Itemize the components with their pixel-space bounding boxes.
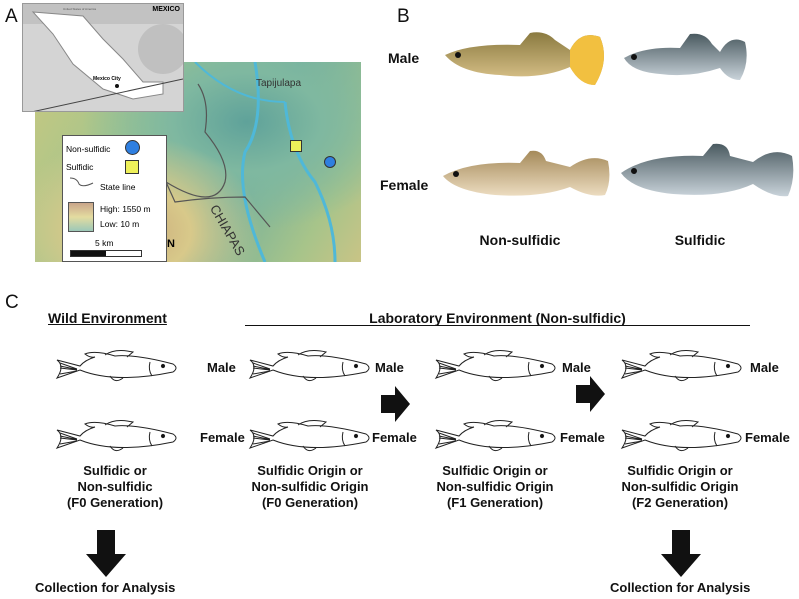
caption-line: (F0 Generation): [66, 495, 164, 510]
wild-environment-title: Wild Environment: [48, 310, 167, 326]
sulfidic-site-marker: [290, 140, 302, 152]
inset-title: MEXICO: [152, 6, 180, 13]
non-sulfidic-site-marker: [324, 156, 336, 168]
photo-female-sulfidic: [621, 143, 794, 197]
down-arrow-icon: [661, 530, 701, 577]
fish-drawing-male: [56, 350, 177, 382]
legend-state-line: State line: [100, 182, 136, 192]
caption-line: Sulfidic Origin or: [627, 463, 733, 478]
photo-male-sulfidic: [624, 33, 747, 80]
scale-label: 5 km: [95, 238, 114, 248]
square-icon: [125, 160, 139, 174]
fish-drawing-male: [435, 350, 556, 382]
caption-line: Non-sulfidic: [77, 479, 153, 494]
fish-drawing-male: [249, 350, 370, 382]
caption-line: Non-sulfidic Origin: [251, 479, 369, 494]
caption-line: Non-sulfidic Origin: [436, 479, 554, 494]
caption-line: Sulfidic Origin or: [257, 463, 363, 478]
mexico-inset-map: MEXICO United States of America Mexico C…: [12, 3, 188, 117]
down-arrow-icon: [86, 530, 126, 577]
caption-line: Non-sulfidic Origin: [621, 479, 739, 494]
legend-non-sulfidic: Non-sulfidic: [66, 144, 111, 154]
row-label-male: Male: [388, 50, 420, 66]
label-male: Male: [207, 360, 236, 375]
lab-title-rule: [245, 325, 750, 326]
label-female: Female: [560, 430, 605, 445]
panel-c-letter: C: [5, 292, 19, 313]
caption-line: (F1 Generation): [446, 495, 544, 510]
lab-environment-title: Laboratory Environment (Non-sulfidic): [369, 310, 626, 326]
caption-line: (F0 Generation): [261, 495, 359, 510]
label-male: Male: [750, 360, 779, 375]
right-arrow-icon: [381, 386, 410, 422]
map-legend: Non-sulfidic Sulfidic State line High: 1…: [62, 135, 167, 262]
circle-icon: [125, 140, 140, 155]
fish-drawing-female: [435, 420, 556, 452]
fish-drawing-female: [621, 420, 742, 452]
label-female: Female: [200, 430, 245, 445]
fish-drawing-male: [621, 350, 742, 382]
state-line-icon: [69, 177, 94, 187]
mexico-outline: [12, 4, 188, 117]
caption-line: Sulfidic Origin or: [442, 463, 548, 478]
elevation-gradient-icon: [68, 202, 94, 232]
collection-label-wild: Collection for Analysis: [35, 580, 176, 595]
legend-high: High: 1550 m: [100, 204, 151, 214]
legend-sulfidic: Sulfidic: [66, 162, 94, 172]
col-label-non-sulfidic: Non-sulfidic: [479, 232, 561, 248]
inset-city-label: Mexico City: [93, 76, 121, 82]
photo-male-non-sulfidic: [445, 32, 604, 85]
panel-a-letter: A: [5, 6, 18, 27]
inset-usa-label: United States of America: [63, 7, 97, 11]
rivers-and-boundaries: [164, 61, 337, 263]
fish-drawing-female: [56, 420, 177, 452]
label-male: Male: [375, 360, 404, 375]
fish-drawing-female: [249, 420, 370, 452]
partial-label: N: [167, 238, 175, 250]
right-arrow-icon: [576, 376, 605, 412]
label-female: Female: [372, 430, 417, 445]
city-dot: [115, 84, 119, 88]
caption-line: Sulfidic or: [83, 463, 147, 478]
town-label: Tapijulapa: [256, 78, 302, 89]
collection-label-lab: Collection for Analysis: [610, 580, 751, 595]
row-label-female: Female: [380, 177, 429, 193]
panel-b-letter: B: [397, 6, 410, 27]
photo-female-non-sulfidic: [443, 150, 610, 196]
label-female: Female: [745, 430, 790, 445]
label-male: Male: [562, 360, 591, 375]
col-label-sulfidic: Sulfidic: [674, 232, 726, 248]
scale-bar: [70, 250, 142, 257]
fish-drawings: [56, 350, 742, 452]
caption-line: (F2 Generation): [631, 495, 729, 510]
legend-low: Low: 10 m: [100, 219, 140, 229]
